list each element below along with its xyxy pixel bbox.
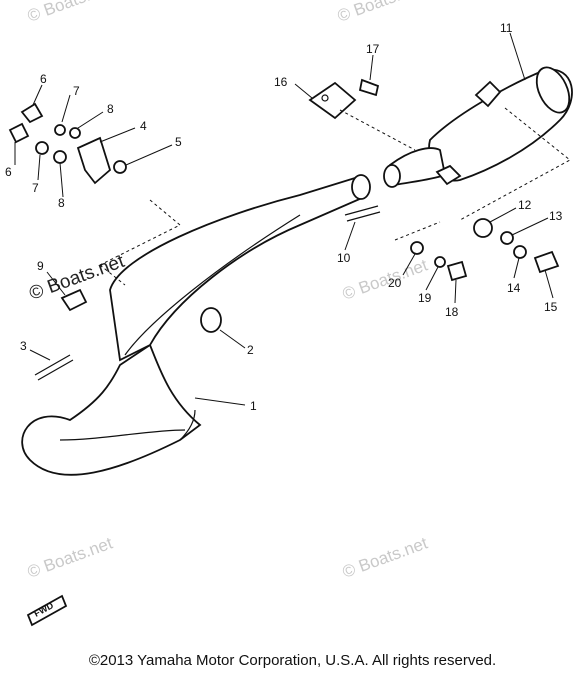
expansion-chamber — [21, 174, 371, 476]
callout-5: 5 — [175, 135, 182, 149]
callout-7-bottom: 7 — [32, 181, 39, 195]
callout-4: 4 — [140, 119, 147, 133]
watermark-mid-right: © Boats.net — [340, 255, 430, 303]
watermark-bottom-right: © Boats.net — [340, 533, 430, 581]
callout-2: 2 — [247, 343, 254, 357]
callout-15: 15 — [544, 300, 558, 314]
right-hardware — [410, 218, 560, 282]
watermark-bottom-left: © Boats.net — [25, 533, 115, 581]
callout-20: 20 — [388, 276, 402, 290]
callout-6-left: 6 — [5, 165, 12, 179]
callout-numbers: 1 2 3 4 5 6 6 7 7 8 8 9 10 11 12 13 14 1… — [5, 21, 563, 413]
copyright-footer: ©2013 Yamaha Motor Corporation, U.S.A. A… — [88, 652, 497, 669]
fwd-badge: FWD — [26, 594, 68, 627]
callout-19: 19 — [418, 291, 432, 305]
callout-1: 1 — [250, 399, 257, 413]
callout-8-top: 8 — [107, 102, 114, 116]
watermark-top-left: © Boats.net — [25, 0, 115, 26]
callout-13: 13 — [549, 209, 563, 223]
callout-9: 9 — [37, 259, 44, 273]
callout-17: 17 — [366, 42, 380, 56]
callout-6-top: 6 — [40, 72, 47, 86]
bracket-hardware — [8, 102, 127, 185]
callout-14: 14 — [507, 281, 521, 295]
callout-8-bottom: 8 — [58, 196, 65, 210]
callout-12: 12 — [518, 198, 532, 212]
springs-and-clip — [34, 205, 381, 381]
assembly-guides — [99, 107, 571, 286]
callout-16: 16 — [274, 75, 288, 89]
leader-lines — [14, 32, 554, 406]
exploded-parts-diagram: © Boats.net © Boats.net © Boats.net © Bo… — [5, 0, 573, 627]
callout-18: 18 — [445, 305, 459, 319]
callout-11: 11 — [500, 21, 513, 35]
watermark-top-right: © Boats.net — [335, 0, 425, 26]
gasket-and-bolt — [308, 78, 380, 120]
callout-3: 3 — [20, 339, 27, 353]
callout-10: 10 — [337, 251, 351, 265]
silencer — [383, 66, 573, 188]
callout-7-top: 7 — [73, 84, 80, 98]
